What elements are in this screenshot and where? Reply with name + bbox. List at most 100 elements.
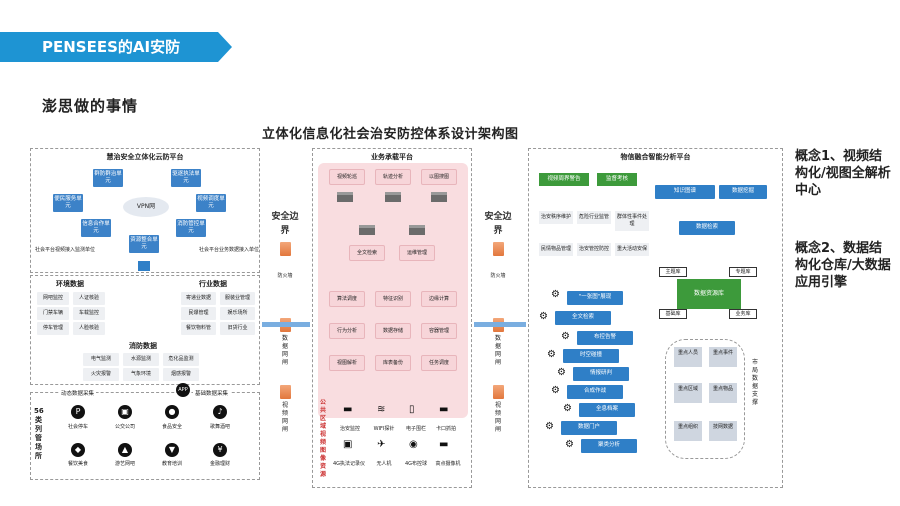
switch-icon xyxy=(138,261,150,271)
flow-item: 合成作战 xyxy=(567,385,623,399)
industry-item: 旧货行业 xyxy=(220,322,255,335)
firewall-icon xyxy=(280,242,291,256)
base-label: 基础数据采集 xyxy=(193,389,231,397)
mid-title: 业务承载平台 xyxy=(371,153,413,161)
firewall-label: 防火墙 xyxy=(490,273,506,279)
mid-top-item: 视频轮巡 xyxy=(329,169,365,185)
flow-item: 全息档案 xyxy=(579,403,635,417)
section-title: 澎思做的事情 xyxy=(42,97,139,115)
flow-item: 时空碰撞 xyxy=(563,349,619,363)
flow-item: 聚类分析 xyxy=(581,439,637,453)
fire-item: 危化品监测 xyxy=(163,353,199,366)
place-label: 公交公司 xyxy=(114,424,135,430)
server-icon xyxy=(409,225,425,235)
gear-icon: ⚙ xyxy=(563,403,572,414)
gray-item: 重大活动安保 xyxy=(615,243,649,256)
bus-icon: ▣ xyxy=(118,405,132,419)
mid-grid-item: 任务调度 xyxy=(421,355,457,371)
highpoint-camera-icon: ▬ xyxy=(439,439,449,450)
side-right-label: 社会平台业务数据接入单位 xyxy=(199,247,260,253)
gear-icon: ⚙ xyxy=(545,421,554,432)
gray-item: 危险行业监管 xyxy=(577,211,611,224)
key-item: 技网数据 xyxy=(709,421,737,441)
flow-arrow xyxy=(262,322,310,327)
green-item: 监督考核 xyxy=(597,173,637,186)
drone-icon: ✈ xyxy=(377,439,386,450)
corner-lib: 基础库 xyxy=(659,309,687,319)
node-2: 驱逐执法单元 xyxy=(171,169,201,187)
gear-icon: ⚙ xyxy=(547,349,556,360)
places-vertical-label: 56类列管场所 xyxy=(34,407,44,460)
cctv-icon: ▬ xyxy=(343,404,353,415)
mid-sub-item: 全文检索 xyxy=(349,245,385,261)
industry-item: 民爆管理 xyxy=(181,307,216,320)
flow-item: 情报研判 xyxy=(573,367,629,381)
recorder-icon: ▣ xyxy=(343,439,353,450)
node-4: 视频调度单元 xyxy=(196,194,226,212)
device-label: 高点摄像机 xyxy=(435,461,461,467)
industry-item: 寄递业数据 xyxy=(181,292,216,305)
mic-icon: ♪ xyxy=(213,405,227,419)
server-icon xyxy=(431,192,447,202)
concept-1: 概念1、视频结构化/视图全解析中心 xyxy=(795,149,891,198)
video-gateway-label: 视频网闸 xyxy=(281,402,288,433)
flow-item: 全文检索 xyxy=(555,311,611,325)
gear-icon: ⚙ xyxy=(551,289,560,300)
device-label: WIFI探针 xyxy=(373,426,395,432)
data-gateway-label: 数据网闸 xyxy=(281,335,288,366)
gear-icon: ⚙ xyxy=(561,331,570,342)
gateway-icon xyxy=(280,385,291,399)
device-label: 电子围栏 xyxy=(405,426,426,432)
right-title: 物信融合智能分析平台 xyxy=(620,153,691,161)
camera-icon: ▬ xyxy=(439,404,449,415)
industry-item: 服装业管理 xyxy=(220,292,255,305)
flow-arrow xyxy=(474,322,526,327)
key-item: 重点物品 xyxy=(709,383,737,403)
corner-lib: 专题库 xyxy=(729,267,757,277)
gamepad-icon: ▲ xyxy=(118,443,132,457)
yen-icon: ¥ xyxy=(213,443,227,457)
fire-item: 电气监测 xyxy=(83,353,119,366)
places-panel: 动态数据采集 APP 基础数据采集 56类列管场所 P ▣ ● ♪ 社会停车 公… xyxy=(30,383,260,480)
app-icon: APP xyxy=(176,383,190,397)
mid-grid-item: 库表备份 xyxy=(375,355,411,371)
place-label: 食品安全 xyxy=(161,424,182,430)
env-item: 网吧监控 xyxy=(37,292,69,305)
mid-vertical-label: 公共区域视频图像资源 xyxy=(319,399,326,478)
knowledge-graph-box: 知识图谱 xyxy=(655,185,715,199)
industry-item: 娱乐场所 xyxy=(220,307,255,320)
gray-item: 治安秩序维护 xyxy=(539,211,573,224)
parking-icon: P xyxy=(71,405,85,419)
place-label: 教育培训 xyxy=(161,461,182,467)
side-left-label: 社会平台视频接入监测单位 xyxy=(35,247,96,253)
data-gateway-label: 数据网闸 xyxy=(494,335,501,366)
data-pool-box: 数据资源库 xyxy=(677,279,741,309)
green-item: 视频周界警告 xyxy=(539,173,589,186)
place-label: 游艺网吧 xyxy=(114,461,135,467)
flow-item: "一张图"展现 xyxy=(567,291,623,305)
data-sources-panel: 环境数据 网吧监控 人证核验 门禁车辆 车载监控 停车管理 人脸核验 行业数据 … xyxy=(30,275,260,385)
device-label: 卡口抓拍 xyxy=(435,426,456,432)
server-icon xyxy=(337,192,353,202)
firewall-label: 防火墙 xyxy=(277,273,293,279)
mid-grid-item: 数据存储 xyxy=(375,323,411,339)
device-label: 4G执法记录仪 xyxy=(332,461,366,467)
right-vertical-label: 市局数据支撑 xyxy=(751,359,758,406)
env-item: 人证核验 xyxy=(73,292,105,305)
place-label: 餐饮美食 xyxy=(67,461,88,467)
gray-item: 治安管控防控 xyxy=(577,243,611,256)
node-7: 资源整合单元 xyxy=(129,235,159,253)
vpn-cloud: VPN网 xyxy=(123,197,169,217)
env-item: 门禁车辆 xyxy=(37,307,69,320)
mid-grid-item: 容器管理 xyxy=(421,323,457,339)
pink-area xyxy=(318,163,468,418)
wifi-icon: ≋ xyxy=(377,404,386,415)
key-item: 重点组织 xyxy=(674,421,702,441)
video-gateway-label: 视频网闸 xyxy=(494,402,501,433)
fire-item: 烟感报警 xyxy=(163,368,199,381)
flow-item: 数据门户 xyxy=(561,421,617,435)
concept-2: 概念2、数据结构化仓库/大数据应用引擎 xyxy=(795,241,891,290)
mid-sub-item: 运维管理 xyxy=(399,245,435,261)
analysis-platform-panel: 物信融合智能分析平台 视频周界警告 监督考核 知识图谱 数据挖掘 数据检索 治安… xyxy=(528,148,783,488)
data-search-box: 数据检索 xyxy=(679,221,735,235)
